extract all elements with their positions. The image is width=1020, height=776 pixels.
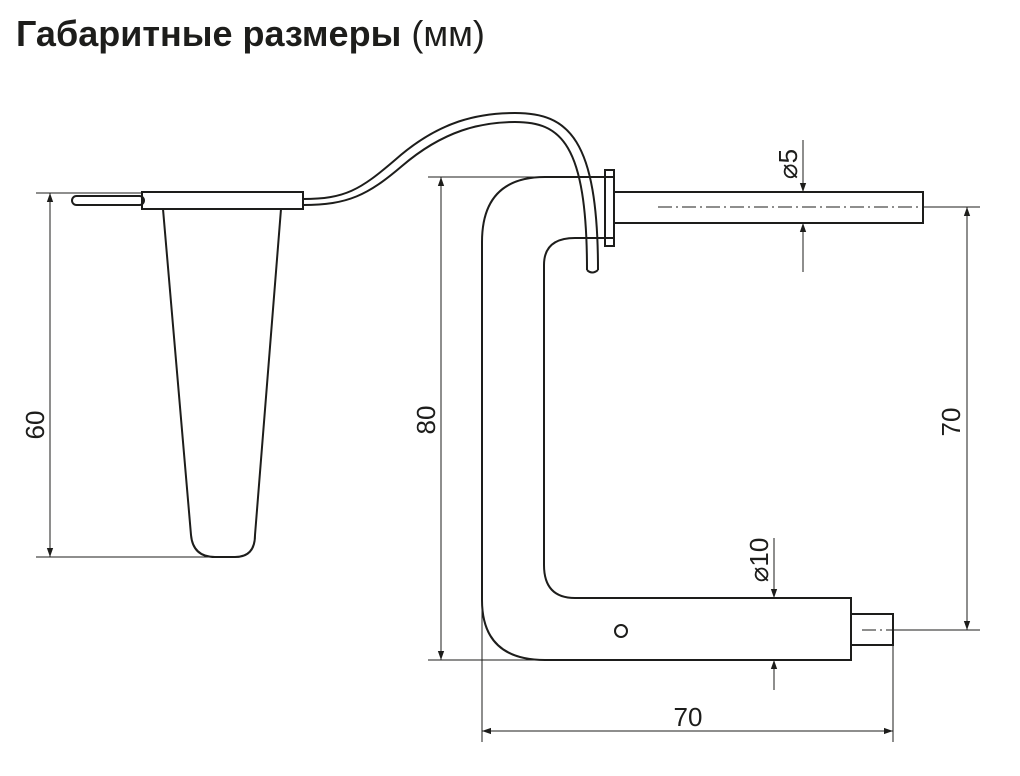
flange — [604, 169, 615, 247]
hole — [614, 624, 628, 638]
cable-inner — [302, 120, 588, 271]
probe-collar — [141, 191, 304, 210]
probe-cone — [162, 208, 282, 558]
dim-label-60: 60 — [20, 411, 50, 440]
holder-body — [481, 176, 852, 661]
title-main: Габаритные размеры — [16, 13, 402, 54]
probe-rod — [71, 195, 145, 206]
dim-label-70-vertical: 70 — [936, 408, 966, 437]
dim-label-d10: ⌀10 — [744, 538, 774, 583]
page-title: Габаритные размеры (мм) — [16, 12, 485, 56]
cable-outer — [302, 111, 599, 271]
cable-end — [586, 269, 599, 274]
title-unit: (мм) — [411, 13, 485, 54]
dim-label-70-horizontal: 70 — [674, 702, 703, 732]
dim-label-d5: ⌀5 — [773, 149, 803, 179]
dim-label-80: 80 — [411, 406, 441, 435]
